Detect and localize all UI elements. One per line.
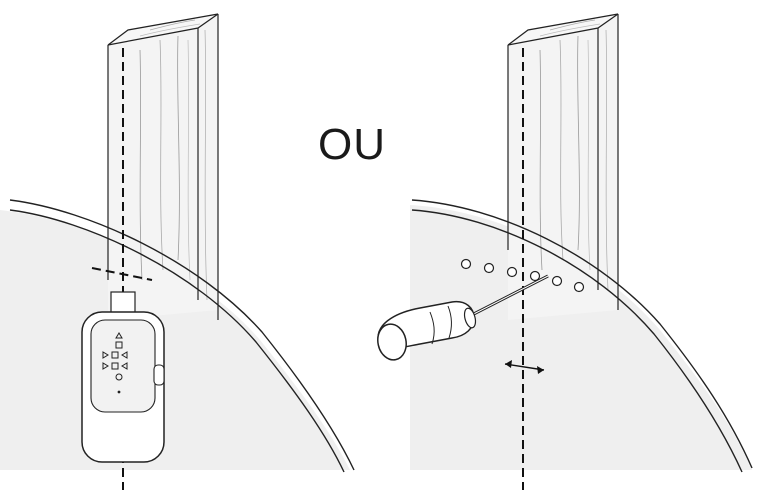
left-wall-edge-outer bbox=[9, 199, 355, 471]
probe-holes bbox=[460, 258, 585, 293]
right-stud bbox=[507, 13, 619, 320]
side-arrows-icon bbox=[102, 351, 128, 359]
square-icon bbox=[115, 341, 123, 349]
right-wall-edge-outer bbox=[411, 199, 753, 469]
up-triangle-icon bbox=[115, 332, 123, 339]
stud-finder-device bbox=[81, 291, 165, 463]
center-arrow-mark bbox=[504, 360, 545, 374]
right-wall-edge-inner bbox=[411, 209, 743, 473]
left-stud bbox=[107, 13, 219, 320]
screwdriver bbox=[377, 274, 549, 361]
right-wall-surface bbox=[410, 205, 752, 470]
circle-icon bbox=[115, 373, 123, 381]
right-panel bbox=[377, 13, 753, 490]
left-panel bbox=[0, 13, 355, 490]
left-wall-edge-inner bbox=[9, 209, 345, 473]
separator-word: OU bbox=[318, 120, 386, 169]
side-arrows-icon bbox=[102, 362, 128, 370]
left-cross-mark bbox=[91, 267, 153, 281]
